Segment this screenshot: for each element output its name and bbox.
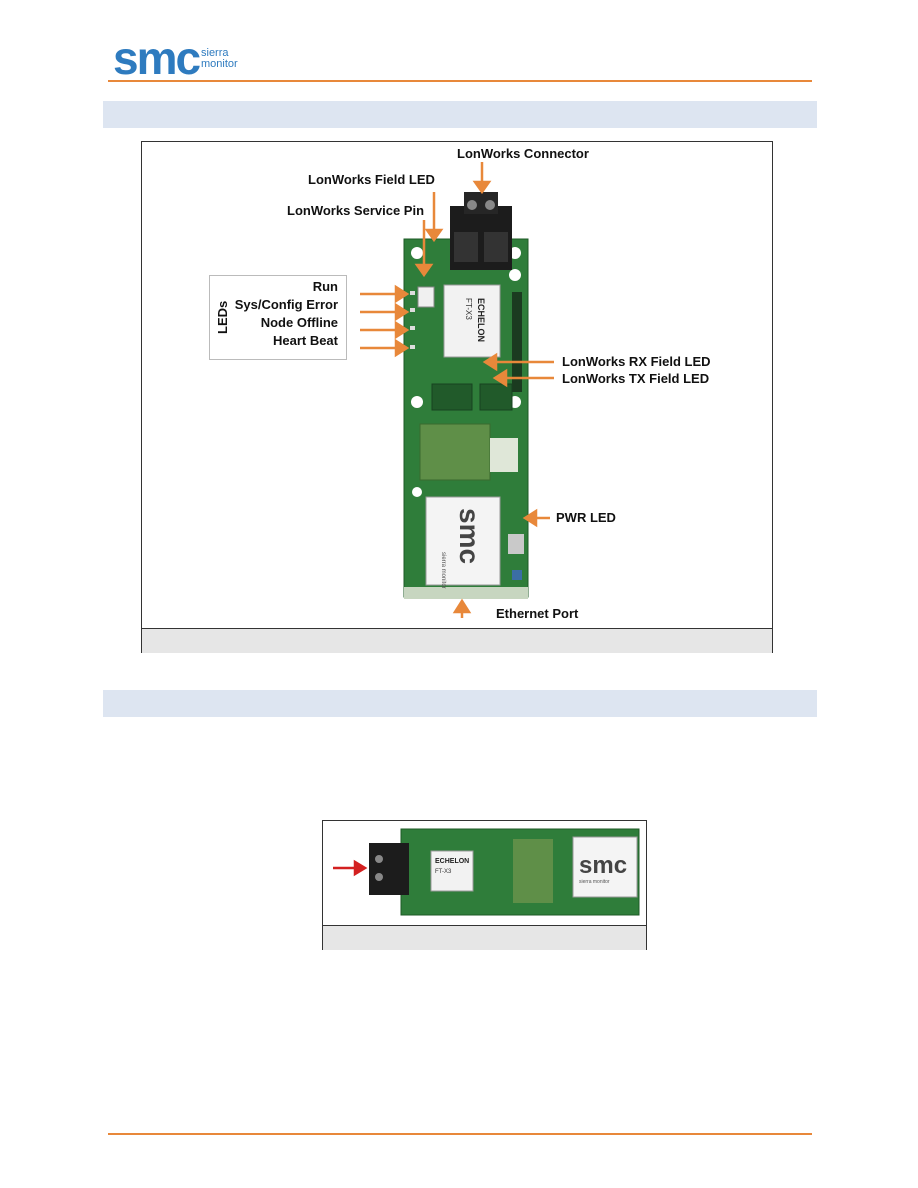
led-sys-config [410,308,415,312]
leds-legend: LEDs Run Sys/Config Error Node Offline H… [209,275,347,360]
section-heading-bar [103,101,817,128]
echelon-module [443,284,501,358]
logo-sub-1: sierra [201,47,229,59]
figure-1: ECHELON FT-X3 smc sierra monitor [141,141,773,653]
board-smc-sub: sierra monitor [440,552,446,589]
label-tx-field-led: LonWorks TX Field LED [562,371,709,386]
logo-sub-2: monitor [201,58,238,70]
figure-2-image: ECHELON FT-X3 smc sierra monitor [333,828,640,916]
echelon-module [430,850,474,892]
screw-icon [375,873,383,881]
arrow-icon [394,284,410,304]
component-block [479,383,513,411]
label-lonworks-field-led: LonWorks Field LED [308,172,435,187]
screw-icon [467,200,477,210]
pwr-component [512,570,522,580]
mount-hole [411,396,423,408]
arrow-icon [452,598,472,614]
label-rx-field-led: LonWorks RX Field LED [562,354,711,369]
led-heart-beat [410,345,415,349]
component-area [513,839,553,903]
lonworks-connector [369,843,409,895]
echelon-text: ECHELON [435,858,469,865]
arrow-icon [424,228,444,243]
connector-slot [484,232,508,262]
red-arrow-icon [333,859,368,877]
label-run: Run [313,279,338,294]
label-lonworks-service-pin: LonWorks Service Pin [287,203,424,218]
component-area [419,423,491,481]
figure-1-caption-bar [142,628,772,653]
label-sys-config-error: Sys/Config Error [235,297,338,312]
section-heading-bar [103,690,817,717]
screw-icon [375,855,383,863]
label-ethernet-port: Ethernet Port [496,606,579,621]
footer-rule [108,1133,812,1135]
label-lonworks-connector: LonWorks Connector [457,146,589,161]
arrow-icon [394,302,410,322]
label-pwr-led: PWR LED [556,510,616,525]
mount-hole [509,269,521,281]
board-smc-text: smc [454,508,485,564]
header-connector [417,286,435,308]
connector-slot [454,232,478,262]
annotation-arrows [360,162,554,618]
figure-2-caption-bar [323,925,646,950]
smc-module [425,496,501,586]
pwr-led-component [508,534,524,554]
pin-header [512,292,522,392]
smc-logo: smc sierra monitor [113,32,253,84]
chip-text: FT-X3 [464,298,473,320]
arrow-icon [492,368,508,388]
arrow-icon [394,338,410,358]
chip-text: FT-X3 [435,869,452,875]
arrow-icon [414,263,434,278]
arrow-icon [394,320,410,340]
board-edge [404,587,528,599]
echelon-text: ECHELON [476,298,486,342]
label-heart-beat: Heart Beat [273,333,339,348]
leds-title: LEDs [215,301,230,334]
arrow-icon [522,508,538,528]
logo-text: smc [113,36,200,80]
header-rule [108,80,812,82]
trace-area [490,438,518,472]
board-smc-sub: sierra monitor [579,879,610,885]
screw-icon [485,200,495,210]
led-node-offline [410,326,415,330]
mount-hole [412,487,422,497]
figure-1-image: ECHELON FT-X3 smc sierra monitor [287,146,711,621]
smc-module [572,836,638,898]
arrow-icon [482,352,498,372]
label-node-offline: Node Offline [261,315,338,330]
led-run [410,291,415,295]
component-block [431,383,473,411]
mount-hole [411,247,423,259]
board-smc-text: smc [579,852,627,879]
arrow-icon [472,180,492,195]
figure-2: ECHELON FT-X3 smc sierra monitor [322,820,647,950]
